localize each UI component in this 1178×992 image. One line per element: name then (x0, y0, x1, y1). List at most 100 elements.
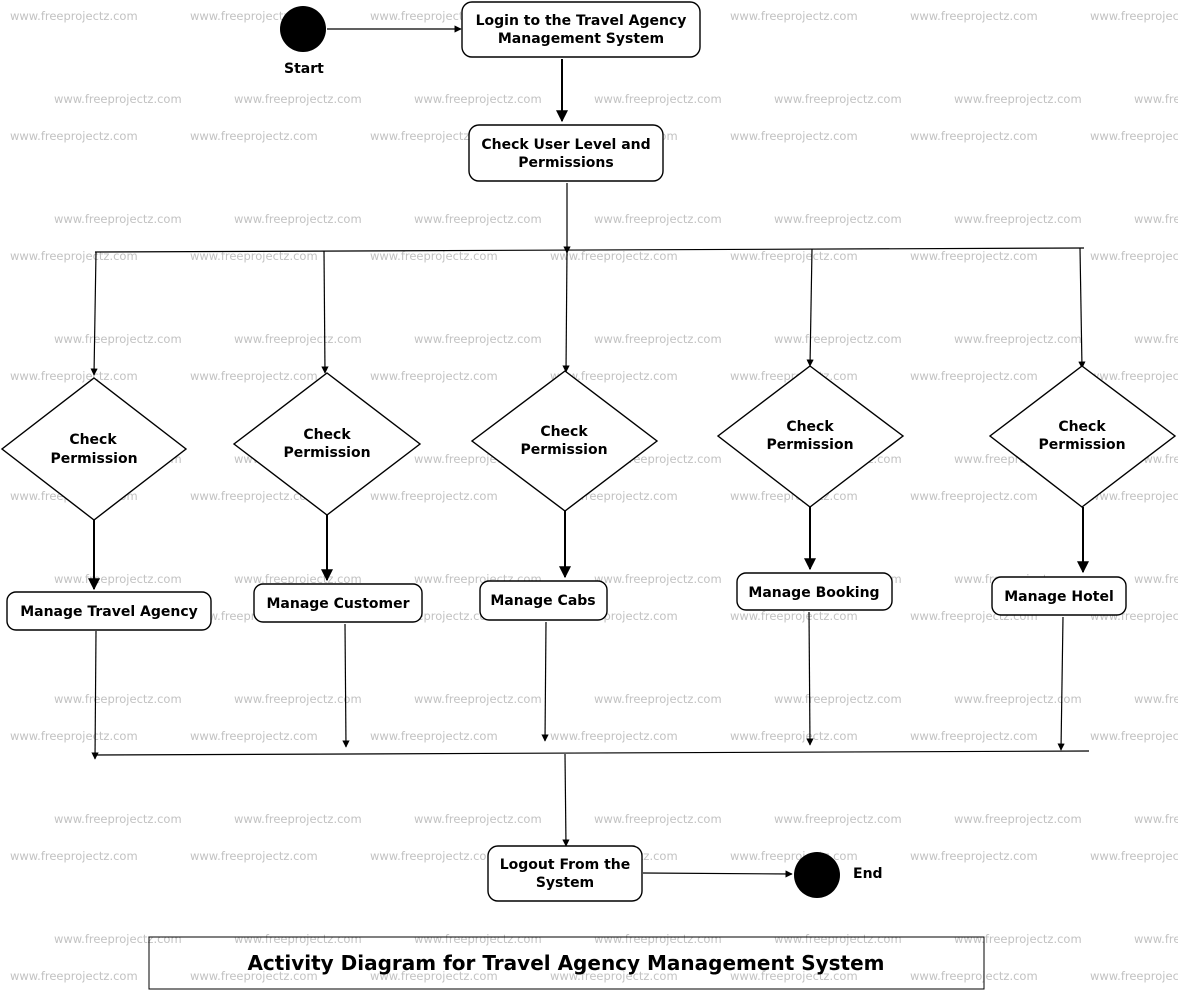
watermark-text: www.freeprojectz.com (774, 212, 902, 226)
decision-5-line-2: Permission (1038, 437, 1125, 453)
watermark-text: www.freeprojectz.com (730, 9, 858, 23)
watermark-text: www.freeprojectz.com (190, 729, 318, 743)
watermark-text: www.freeprojectz.com (370, 489, 498, 503)
watermark-text: www.freeprojectz.com (54, 692, 182, 706)
watermark-text: www.freeprojectz.com (10, 129, 138, 143)
watermark-text: www.freeprojectz.com (234, 692, 362, 706)
watermark-text: www.freeprojectz.com (1134, 212, 1178, 226)
watermark-text: www.freeprojectz.com (190, 129, 318, 143)
watermark-text: www.freeprojectz.com (54, 932, 182, 946)
watermark-text: www.freeprojectz.com (234, 932, 362, 946)
watermark-text: www.freeprojectz.com (190, 489, 318, 503)
watermark-text: www.freeprojectz.com (730, 609, 858, 623)
logout-activity: Logout From the System (487, 845, 643, 902)
watermark-text: www.freeprojectz.com (1090, 369, 1178, 383)
watermark-text: www.freeprojectz.com (370, 369, 498, 383)
end-node (794, 852, 840, 898)
watermark-text: www.freeprojectz.com (730, 729, 858, 743)
decision-4-line-1: Check (786, 419, 834, 435)
watermark-text: www.freeprojectz.com (910, 249, 1038, 263)
watermark-text: www.freeprojectz.com (594, 332, 722, 346)
decision-5-line-1: Check (1058, 419, 1106, 435)
arrow-activity-4-join (806, 611, 814, 746)
watermark-text: www.freeprojectz.com (774, 932, 902, 946)
start-node (280, 6, 326, 52)
watermark-text: www.freeprojectz.com (414, 812, 542, 826)
watermark-text: www.freeprojectz.com (730, 849, 858, 863)
watermark-text: www.freeprojectz.com (730, 129, 858, 143)
watermark-text: www.freeprojectz.com (1134, 932, 1178, 946)
watermark-text: www.freeprojectz.com (594, 572, 722, 586)
watermark-text: www.freeprojectz.com (910, 969, 1038, 983)
watermark-text: www.freeprojectz.com (234, 812, 362, 826)
watermark-text: www.freeprojectz.com (550, 249, 678, 263)
watermark-text: www.freeprojectz.com (414, 932, 542, 946)
watermark-text: www.freeprojectz.com (54, 572, 182, 586)
end-label: End (853, 866, 883, 882)
watermark-text: www.freeprojectz.com (954, 212, 1082, 226)
watermark-text: www.freeprojectz.com (954, 332, 1082, 346)
decision-check-permission-4: Check Permission (716, 365, 905, 508)
watermark-text: www.freeprojectz.com (910, 849, 1038, 863)
arrow-fork-decision-3 (562, 249, 570, 373)
watermark-text: www.freeprojectz.com (594, 212, 722, 226)
watermark-text: www.freeprojectz.com (1134, 572, 1178, 586)
arrow-activity-2-join (342, 623, 350, 748)
watermark-text: www.freeprojectz.com (550, 729, 678, 743)
watermark-text: www.freeprojectz.com (774, 692, 902, 706)
watermark-text: www.freeprojectz.com (910, 369, 1038, 383)
watermark-text: www.freeprojectz.com (370, 249, 498, 263)
watermark-text: www.freeprojectz.com (190, 969, 318, 983)
watermark-text: www.freeprojectz.com (190, 849, 318, 863)
watermark-text: www.freeprojectz.com (414, 332, 542, 346)
watermark-text: www.freeprojectz.com (774, 92, 902, 106)
arrow-fork-decision-5 (1078, 247, 1086, 369)
watermark-text: www.freeprojectz.com (190, 249, 318, 263)
watermark-text: www.freeprojectz.com (370, 129, 498, 143)
manage-booking-activity: Manage Booking (736, 572, 893, 611)
watermark-text: www.freeprojectz.com (774, 812, 902, 826)
decision-1-line-2: Permission (50, 451, 137, 467)
diagram-title-box: Activity Diagram for Travel Agency Manag… (148, 936, 985, 990)
decision-3-line-2: Permission (520, 442, 607, 458)
watermark-text: www.freeprojectz.com (234, 332, 362, 346)
watermark-text: www.freeprojectz.com (954, 812, 1082, 826)
watermark-text: www.freeprojectz.com (1090, 969, 1178, 983)
watermark-text: www.freeprojectz.com (10, 369, 138, 383)
watermark-text: www.freeprojectz.com (910, 729, 1038, 743)
watermark-text: www.freeprojectz.com (414, 212, 542, 226)
watermark-text: www.freeprojectz.com (10, 9, 138, 23)
logout-line-2: System (536, 875, 594, 891)
login-activity: Login to the Travel Agency Management Sy… (461, 1, 701, 58)
watermark-text: www.freeprojectz.com (1134, 92, 1178, 106)
manage-travel-agency-activity: Manage Travel Agency (6, 591, 212, 631)
decision-4-line-2: Permission (766, 437, 853, 453)
start-label: Start (284, 61, 324, 77)
watermark-text: www.freeprojectz.com (954, 92, 1082, 106)
watermark-text: www.freeprojectz.com (10, 729, 138, 743)
watermark-text: www.freeprojectz.com (1134, 812, 1178, 826)
watermark-text: www.freeprojectz.com (954, 692, 1082, 706)
watermark-text: www.freeprojectz.com (730, 969, 858, 983)
arrow-logout-end (642, 870, 793, 878)
watermark-text: www.freeprojectz.com (370, 729, 498, 743)
watermark-text: www.freeprojectz.com (414, 92, 542, 106)
watermark-text: www.freeprojectz.com (234, 92, 362, 106)
watermark-text: www.freeprojectz.com (1090, 489, 1178, 503)
watermark-text: www.freeprojectz.com (594, 92, 722, 106)
manage-cabs-activity: Manage Cabs (479, 580, 608, 621)
diagram-title: Activity Diagram for Travel Agency Manag… (247, 951, 884, 975)
watermark-text: www.freeprojectz.com (370, 969, 498, 983)
login-line-2: Management System (498, 31, 664, 47)
watermark-text: www.freeprojectz.com (594, 932, 722, 946)
manage-customer-label: Manage Customer (266, 596, 409, 612)
watermark-text: www.freeprojectz.com (1134, 332, 1178, 346)
decision-2-line-2: Permission (283, 445, 370, 461)
watermark-text: www.freeprojectz.com (54, 92, 182, 106)
watermark-text: www.freeprojectz.com (910, 9, 1038, 23)
watermark-text: www.freeprojectz.com (54, 332, 182, 346)
watermark-text: www.freeprojectz.com (414, 692, 542, 706)
arrow-fork-decision-4 (806, 248, 814, 367)
watermark-text: www.freeprojectz.com (190, 369, 318, 383)
